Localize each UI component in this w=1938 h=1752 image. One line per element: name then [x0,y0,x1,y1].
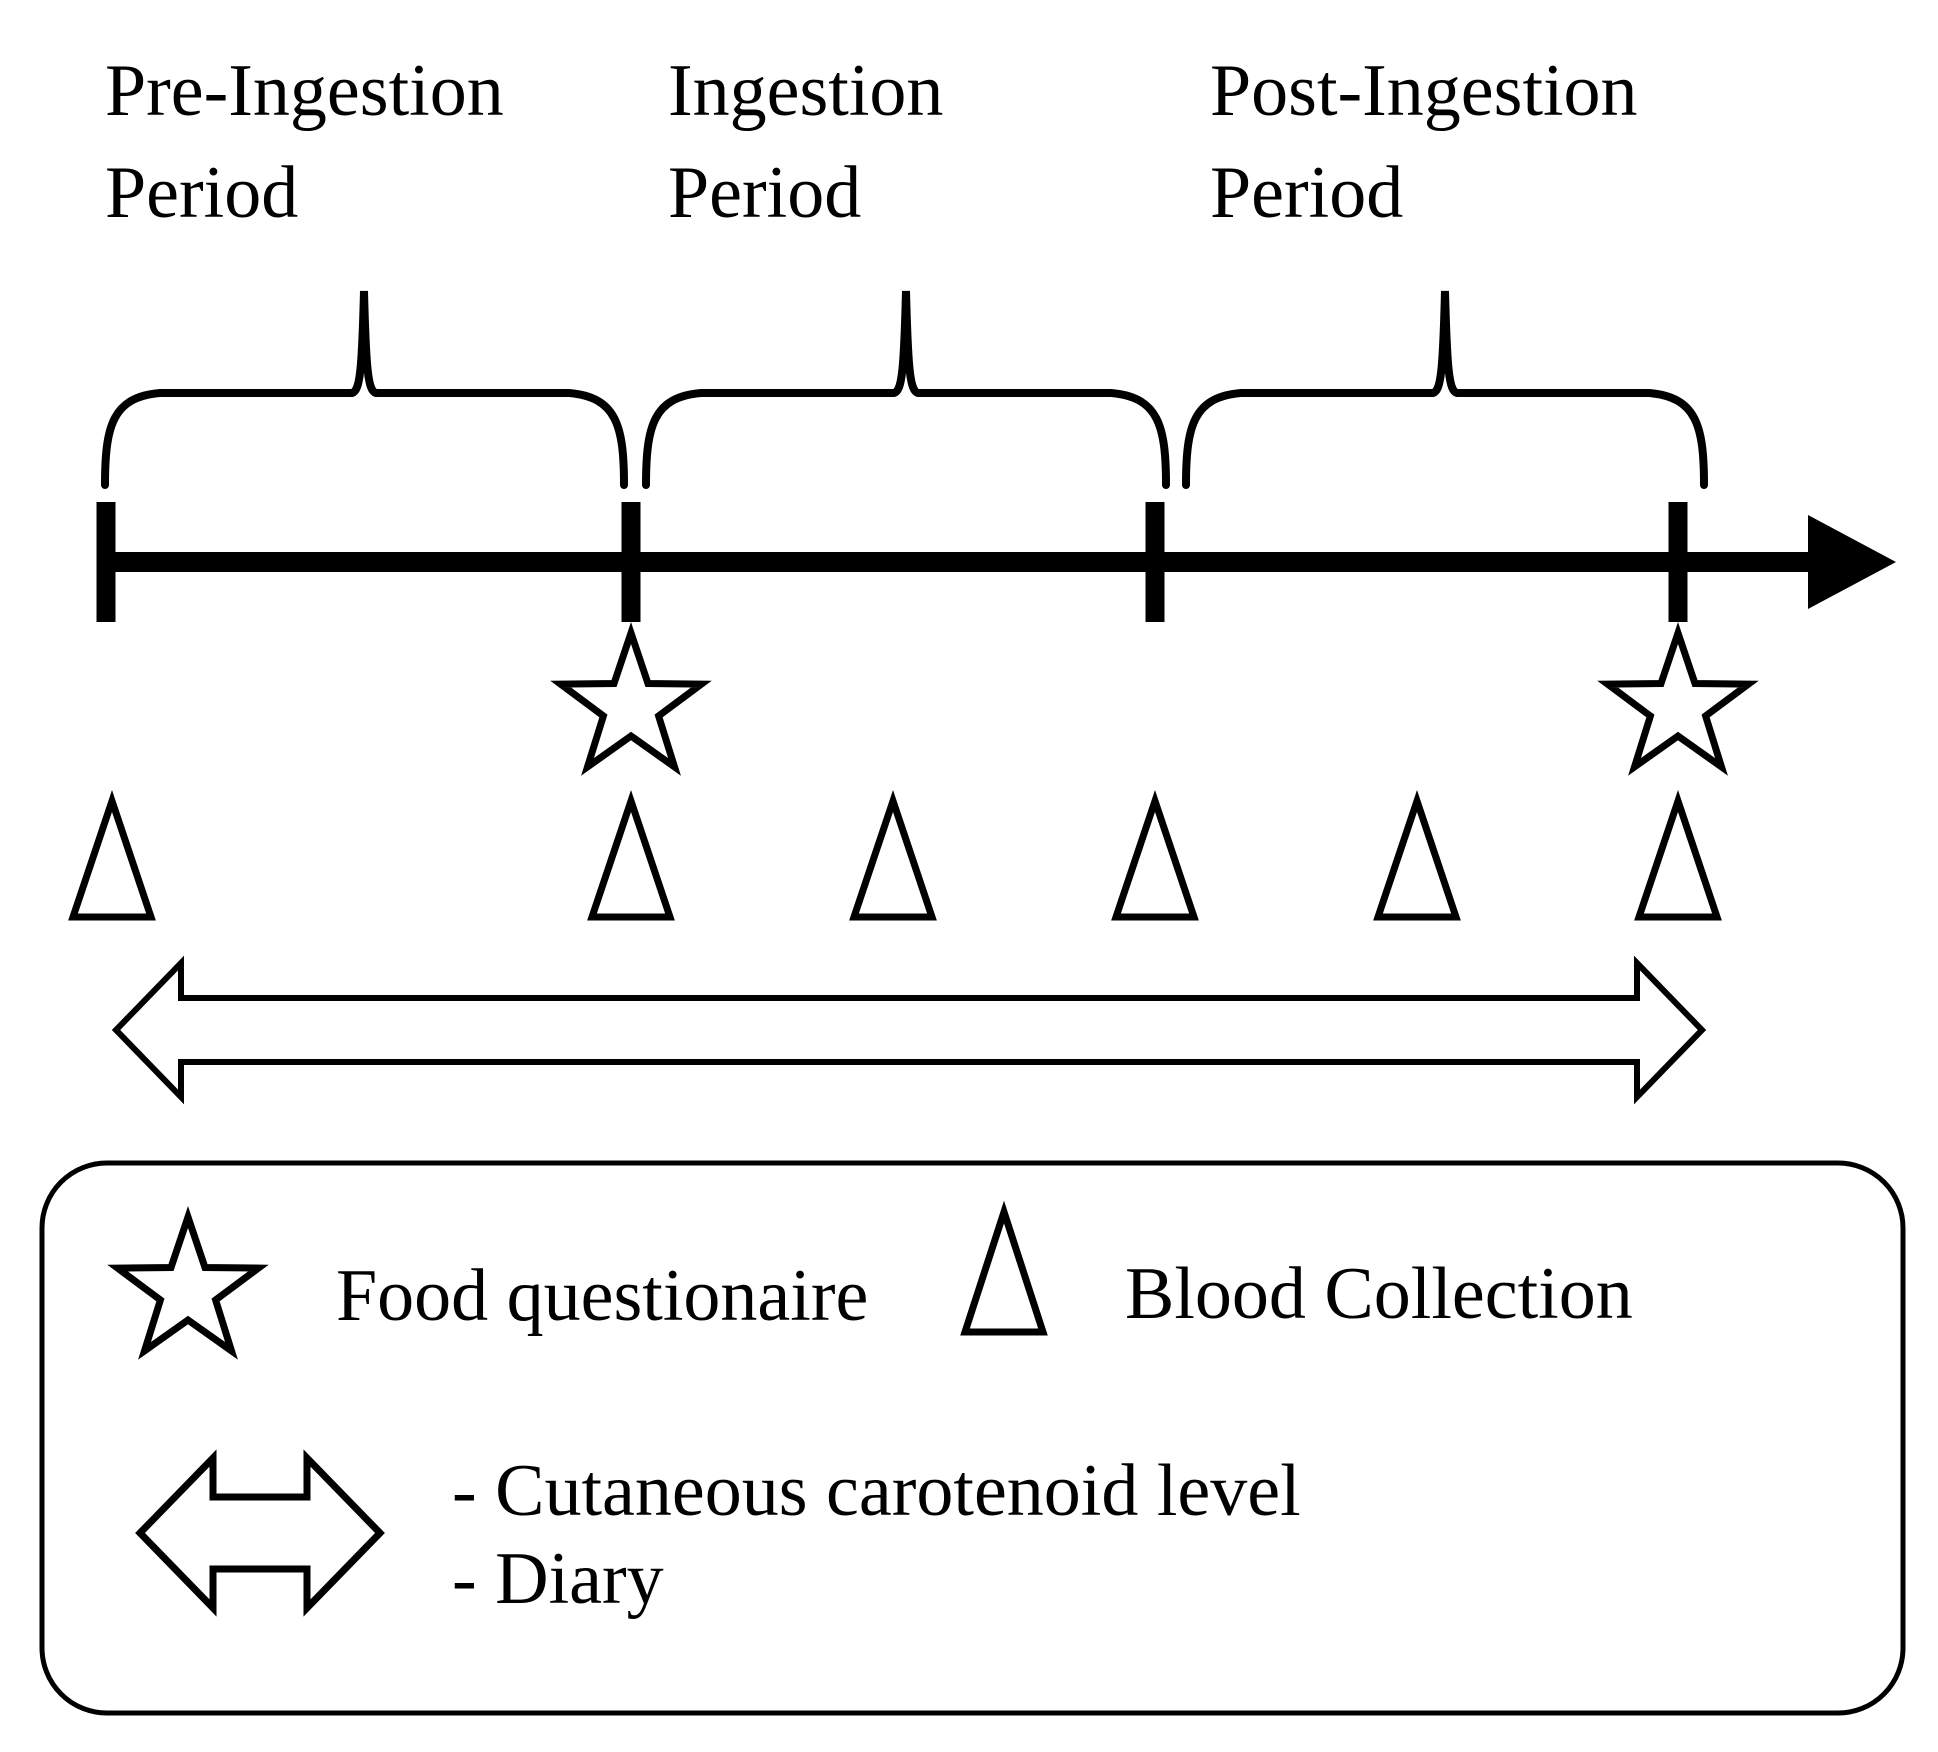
brace-pre-period-icon [101,290,628,489]
legend-diary-line: - Diary [452,1538,664,1620]
period-label-post-ingestion: Post-Ingestion Period [1210,50,1638,234]
brace-ingestion-period-icon [642,290,1170,489]
legend-food-questionnaire-label: Food questionaire [336,1255,869,1337]
legend-star-icon [107,1206,269,1360]
blood-collection-triangle-icon-1 [68,790,156,921]
blood-collection-triangle-icon-3 [849,790,937,921]
timeline-arrowhead-icon [1808,515,1896,609]
blood-collection-triangle-icon-5 [1373,790,1461,921]
period-label-ingestion: Ingestion Period [668,50,944,234]
brace-post-period-icon [1182,290,1708,489]
legend-box [39,1160,1906,1716]
legend-blood-collection-label: Blood Collection [1125,1253,1633,1335]
legend-double-arrow-description: - Cutaneous carotenoid level - Diary [452,1447,1301,1623]
legend-triangle-icon [960,1200,1048,1336]
legend-carotenoid-line: - Cutaneous carotenoid level [452,1450,1301,1532]
period-label-pre-ingestion: Pre-Ingestion Period [105,50,504,234]
food-questionnaire-star-icon-1 [550,622,712,776]
legend-double-arrow-icon [135,1449,385,1617]
blood-collection-triangle-icon-2 [587,790,675,921]
blood-collection-triangle-icon-6 [1634,790,1722,921]
food-questionnaire-star-icon-2 [1597,622,1759,776]
measurement-double-arrow-icon [111,955,1707,1105]
blood-collection-triangle-icon-4 [1111,790,1199,921]
